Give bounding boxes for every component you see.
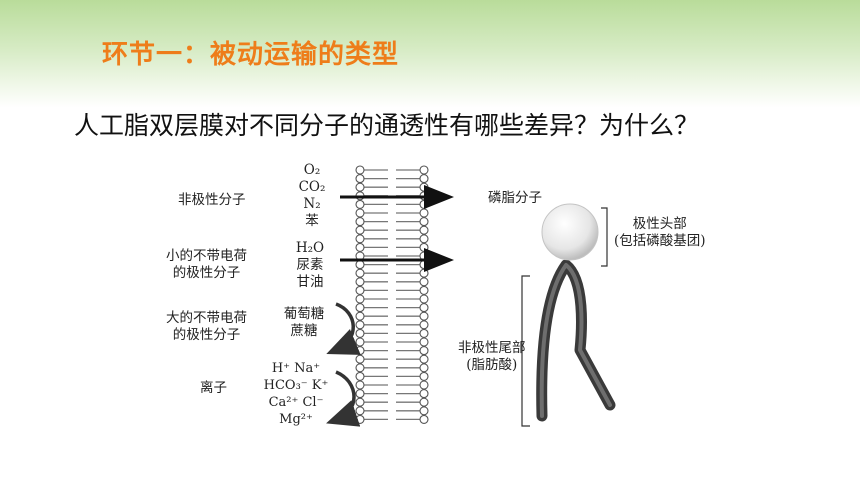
lipid-head-left <box>355 354 365 364</box>
lipid-head-right <box>419 363 429 373</box>
lipid-head-right <box>419 199 429 209</box>
lipid-head-left <box>355 406 365 416</box>
lipid-head-left <box>355 165 365 175</box>
lipid-head-left <box>355 277 365 287</box>
molecule-urea: 尿素 <box>296 257 324 273</box>
lipid-head-left <box>355 346 365 356</box>
lipid-head-right <box>419 165 429 175</box>
lipid-head-left <box>355 285 365 295</box>
lipid-head-left <box>355 363 365 373</box>
label-ions: 离子 <box>200 380 227 396</box>
lipid-head-left <box>355 208 365 218</box>
lipid-head-right <box>419 389 429 399</box>
lipid-head-right <box>419 346 429 356</box>
lipid-head-left <box>355 182 365 192</box>
phospholipid-tail-highlight <box>539 263 612 418</box>
lipid-head-left <box>355 260 365 270</box>
lipid-head-left <box>355 225 365 235</box>
molecules-small-polar: H₂O 尿素 甘油 <box>290 240 330 291</box>
ions-blocked-arrow <box>326 370 361 427</box>
lipid-head-right <box>419 406 429 416</box>
lipid-head-right <box>419 277 429 287</box>
molecules-nonpolar: O₂ CO₂ N₂ 苯 <box>294 162 330 230</box>
lipid-head-right <box>419 174 429 184</box>
label-nonpolar-molecules: 非极性分子 <box>178 192 246 208</box>
lipid-head-left <box>355 320 365 330</box>
lipid-head-left <box>355 234 365 244</box>
phospholipid-head <box>541 203 599 261</box>
section-title: 环节一：被动运输的类型 <box>102 40 400 70</box>
lipid-head-right <box>419 217 429 227</box>
label-nonpolar-tail: 非极性尾部 (脂肪酸) <box>458 340 526 373</box>
lipid-bilayer <box>355 165 429 424</box>
tail-bracket <box>521 275 530 427</box>
lipid-head-left <box>355 371 365 381</box>
label-large-uncharged-polar: 大的不带电荷 的极性分子 <box>166 310 247 343</box>
lipid-head-right <box>419 311 429 321</box>
label-polar-head: 极性头部 (包括磷酸基团) <box>614 216 706 249</box>
lipid-head-left <box>355 328 365 338</box>
lipid-head-right <box>419 337 429 347</box>
lipid-head-right <box>419 380 429 390</box>
phospholipid-tail <box>536 259 616 422</box>
label-small-uncharged-polar: 小的不带电荷 的极性分子 <box>166 248 247 281</box>
molecules-large-polar: 葡萄糖 蔗糖 <box>278 306 330 340</box>
lipid-head-right <box>419 182 429 192</box>
lipid-head-right <box>419 208 429 218</box>
lipid-head-left <box>355 414 365 424</box>
molecule-co2: CO₂ <box>298 179 326 195</box>
lipid-head-left <box>355 242 365 252</box>
lipid-head-right <box>419 414 429 424</box>
lipid-head-right <box>419 328 429 338</box>
header-banner <box>0 0 860 108</box>
lipid-head-right <box>419 225 429 235</box>
question-text: 人工脂双层膜对不同分子的通透性有哪些差异？为什么？ <box>74 111 700 140</box>
large-polar-blocked-arrow <box>326 302 361 355</box>
label-phospholipid: 磷脂分子 <box>488 190 542 206</box>
ion-mg: Mg²⁺ <box>279 412 313 427</box>
lipid-head-left <box>355 199 365 209</box>
lipid-head-right <box>419 354 429 364</box>
lipid-head-left <box>355 380 365 390</box>
lipid-head-right <box>419 320 429 330</box>
lipid-head-left <box>355 311 365 321</box>
lipid-head-left <box>355 268 365 278</box>
lipid-head-left <box>355 337 365 347</box>
ion-ca-cl: Ca²⁺ Cl⁻ <box>268 395 324 410</box>
lipid-head-right <box>419 285 429 295</box>
lipid-head-right <box>419 234 429 244</box>
molecule-h2o: H₂O <box>295 240 325 256</box>
lipid-head-left <box>355 303 365 313</box>
lipid-head-right <box>419 371 429 381</box>
molecule-glycerol: 甘油 <box>296 274 324 290</box>
lipid-head-right <box>419 268 429 278</box>
lipid-head-left <box>355 397 365 407</box>
head-bracket <box>601 207 608 267</box>
molecule-sucrose: 蔗糖 <box>290 323 318 339</box>
molecules-ions: H⁺ Na⁺ HCO₃⁻ K⁺ Ca²⁺ Cl⁻ Mg²⁺ <box>254 360 338 428</box>
ion-hco3-k: HCO₃⁻ K⁺ <box>263 378 329 393</box>
lipid-head-left <box>355 217 365 227</box>
lipid-head-right <box>419 260 429 270</box>
lipid-head-right <box>419 294 429 304</box>
molecule-o2: O₂ <box>303 162 321 178</box>
lipid-head-right <box>419 303 429 313</box>
molecule-glucose: 葡萄糖 <box>283 306 325 322</box>
lipid-head-left <box>355 389 365 399</box>
lipid-head-left <box>355 294 365 304</box>
lipid-head-right <box>419 397 429 407</box>
molecule-n2: N₂ <box>303 196 321 212</box>
ion-h-na: H⁺ Na⁺ <box>271 361 321 376</box>
molecule-benzene: 苯 <box>305 213 319 229</box>
lipid-head-right <box>419 242 429 252</box>
lipid-head-left <box>355 174 365 184</box>
